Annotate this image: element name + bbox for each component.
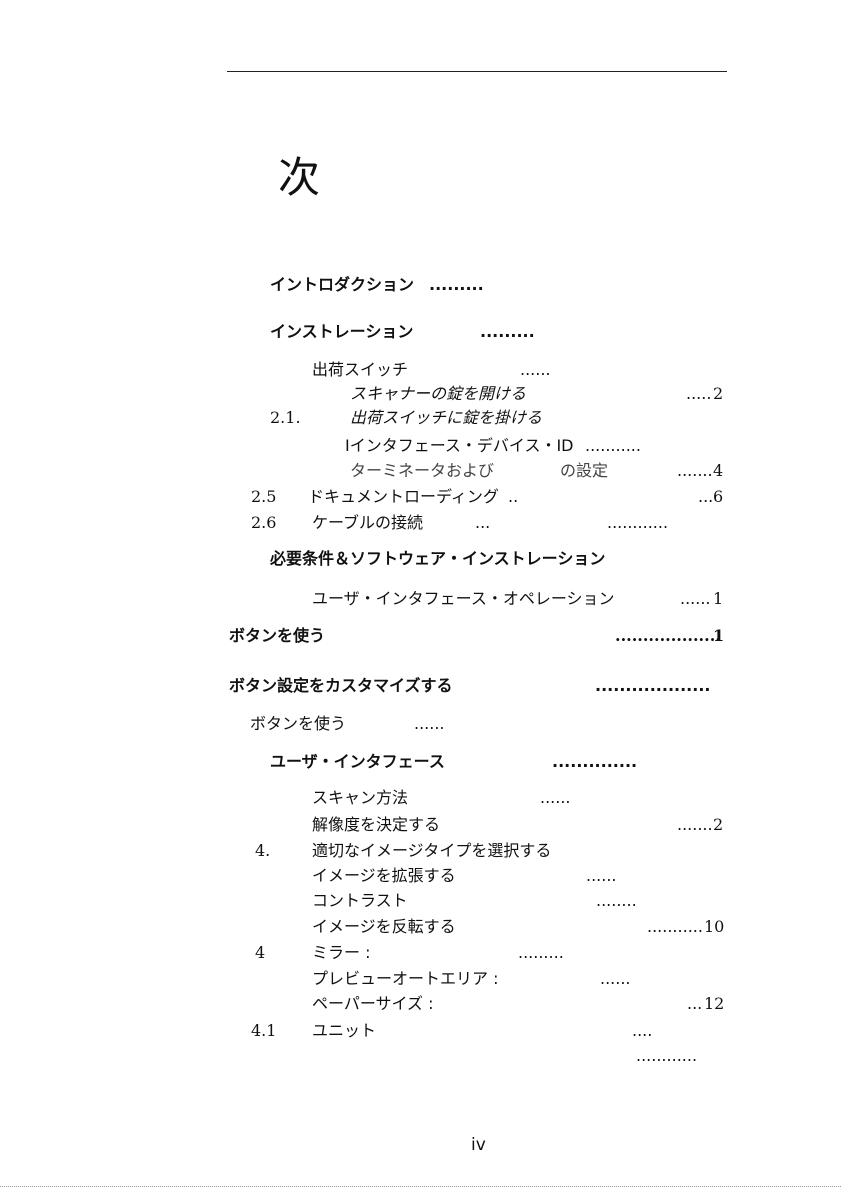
toc-section-number: 4. <box>255 841 271 860</box>
toc-leader-dots: ............ <box>607 513 669 532</box>
toc-page-number: 4 <box>713 461 724 480</box>
toc-leader-dots: ........ <box>596 891 637 910</box>
toc-leader-dots: ...... <box>586 866 617 885</box>
toc-entry-title[interactable]: スキャン方法 <box>312 788 409 807</box>
page-number: iv <box>471 1135 486 1155</box>
toc-entry-title[interactable]: コントラスト <box>312 891 408 910</box>
toc-section-number: 2.6 <box>251 513 277 532</box>
toc-entry-title[interactable]: ユニット <box>312 1021 377 1040</box>
bottom-border <box>0 1186 841 1187</box>
toc-page-number: 2 <box>713 815 724 834</box>
toc-entry-title[interactable]: ペーパーサイズ : <box>312 994 434 1013</box>
toc-entry-title[interactable]: ボタン設定をカスタマイズする <box>229 676 453 695</box>
toc-leader-dots: ... <box>698 487 714 506</box>
toc-leader-dots: .... <box>632 1021 653 1040</box>
toc-leader-dots: ..... <box>686 384 712 403</box>
toc-leader-dots: .. <box>508 487 519 506</box>
toc-leader-dots: ...... <box>600 969 631 988</box>
toc-entry-title[interactable]: ミラー : <box>312 943 371 962</box>
toc-leader-dots: ......... <box>429 275 484 294</box>
toc-leader-dots: ....... <box>677 815 713 834</box>
toc-leader-dots: ...... <box>414 714 445 733</box>
toc-entry-title[interactable]: 適切なイメージタイプを選択する <box>312 841 552 860</box>
toc-entry-title[interactable]: イメージを反転する <box>312 917 456 936</box>
top-rule <box>227 71 727 72</box>
toc-entry-title[interactable]: 必要条件＆ソフトウェア・インストレーション <box>270 549 606 568</box>
toc-section-number: 2.5 <box>251 487 277 506</box>
toc-page-number: 1 <box>713 626 725 645</box>
toc-leader-dots: ............ <box>636 1046 698 1065</box>
toc-entry-title[interactable]: ユーザ・インタフェース <box>270 752 445 771</box>
toc-leader-dots: ...... <box>520 360 551 379</box>
toc-page-number: 12 <box>704 994 725 1013</box>
toc-entry-title[interactable]: イメージを拡張する <box>312 866 456 885</box>
toc-leader-dots: ......... <box>518 943 564 962</box>
toc-leader-dots: ... <box>687 994 703 1013</box>
toc-leader-dots: .............. <box>552 752 638 771</box>
toc-leader-dots: ... <box>475 513 491 532</box>
toc-leader-dots: ...... <box>540 788 571 807</box>
toc-entry-title[interactable]: 解像度を決定する <box>312 815 441 834</box>
toc-entry-title[interactable]: ドキュメントローディング <box>308 487 499 506</box>
toc-entry-title[interactable]: プレビューオートエリア : <box>312 969 499 988</box>
toc-entry-title[interactable]: ユーザ・インタフェース・オペレーション <box>312 589 615 608</box>
toc-page-number: 10 <box>704 917 725 936</box>
toc-leader-dots: ......... <box>480 322 535 341</box>
toc-page-number: 6 <box>713 487 724 506</box>
toc-entry-title[interactable]: 出荷スイッチ <box>312 360 409 379</box>
toc-heading: 次 <box>278 153 321 202</box>
toc-entry-title[interactable]: ボタンを使う <box>229 626 326 645</box>
toc-section-number: 4 <box>255 943 266 962</box>
toc-leader-dots: ................... <box>615 626 721 645</box>
toc-entry-title[interactable]: イントロダクション <box>270 275 415 294</box>
toc-leader-dots: ........... <box>647 917 703 936</box>
toc-section-number: 4.1 <box>251 1021 277 1040</box>
toc-entry-title[interactable]: インストレーション <box>270 322 414 341</box>
toc-page-number: 2 <box>713 384 724 403</box>
toc-section-number: 2.1. <box>270 408 301 427</box>
toc-entry-title[interactable]: ケーブルの接続 <box>312 513 424 532</box>
toc-entry-title-suffix: の設定 <box>560 461 609 480</box>
toc-leader-dots: ...... <box>680 589 711 608</box>
toc-leader-dots: ................... <box>595 676 711 695</box>
toc-entry-title[interactable]: スキャナーの錠を開ける <box>350 384 527 403</box>
toc-entry-title[interactable]: ボタンを使う <box>250 714 347 733</box>
toc-page-number: 1 <box>713 589 724 608</box>
toc-leader-dots: ....... <box>677 461 713 480</box>
toc-entry-title[interactable]: ターミネータおよび <box>350 461 495 480</box>
toc-entry-title[interactable]: Iインタフェース・デバイス・ID <box>345 436 574 455</box>
toc-entry-title[interactable]: 出荷スイッチに錠を掛ける <box>350 408 543 427</box>
toc-leader-dots: ........... <box>585 436 641 455</box>
